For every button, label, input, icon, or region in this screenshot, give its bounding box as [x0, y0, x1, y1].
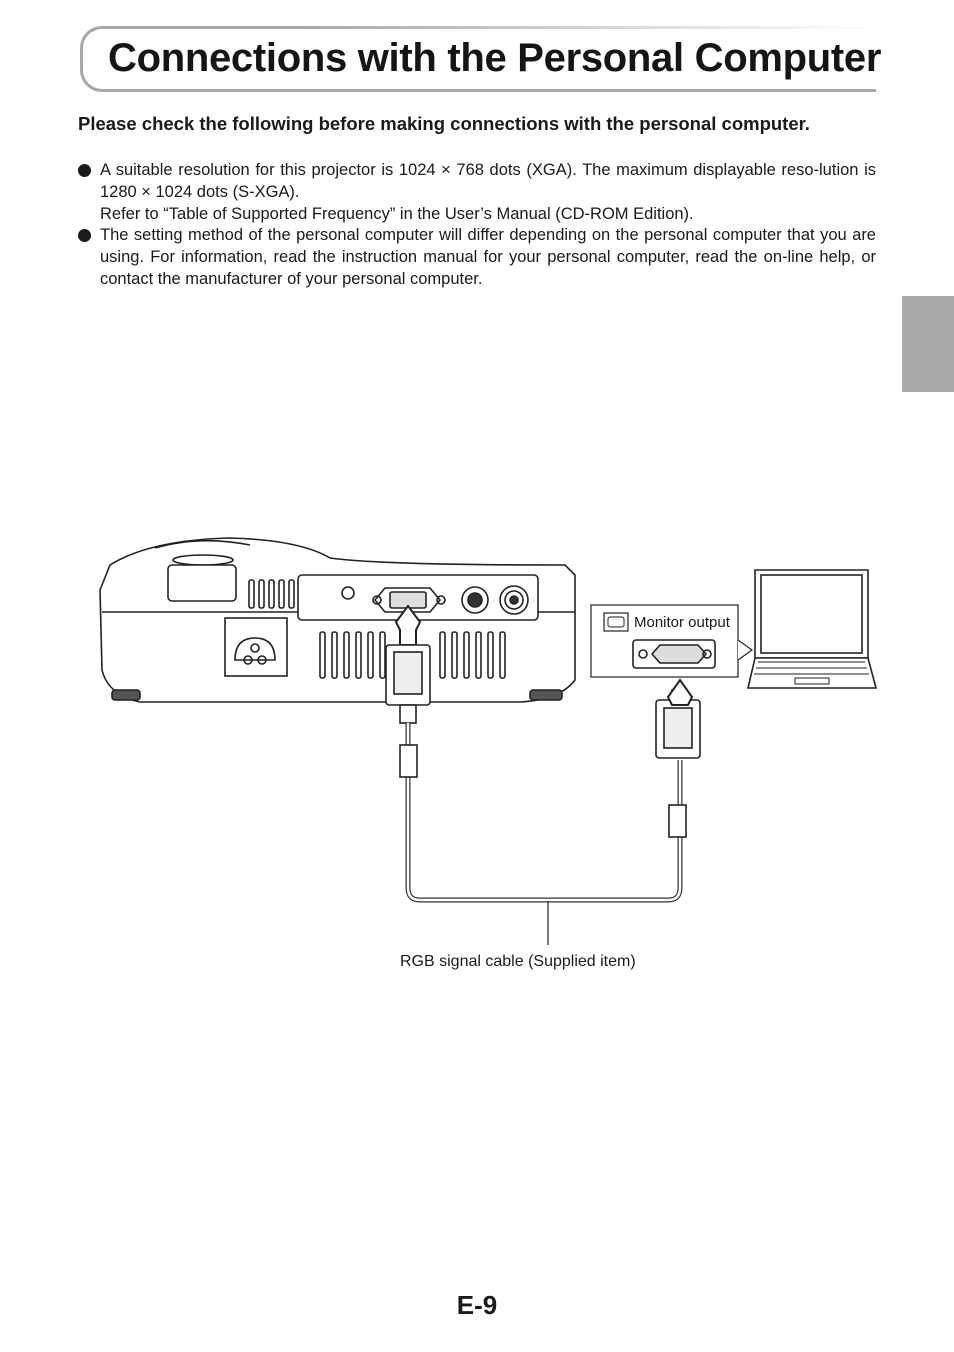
power-socket-icon — [234, 637, 276, 665]
laptop-illustration — [746, 569, 878, 689]
projector-illustration — [99, 537, 576, 703]
intro-text: Please check the following before making… — [78, 113, 810, 134]
s-video-port — [461, 586, 489, 614]
video-port — [499, 585, 529, 615]
projector-vents-left — [248, 579, 295, 609]
bullet-text: The setting method of the personal compu… — [100, 226, 876, 288]
projector-vents-bottom — [319, 631, 506, 679]
rgb-signal-cable — [399, 723, 687, 945]
bullet-text-reference: Refer to “Table of Supported Frequency” … — [100, 204, 694, 223]
monitor-output-label: Monitor output — [634, 614, 731, 631]
page-title: Connections with the Personal Computer — [108, 36, 882, 80]
title-frame — [80, 26, 878, 92]
cable-connector-computer — [655, 678, 701, 759]
bullet-list: A suitable resolution for this projector… — [78, 160, 876, 291]
bullet-item-setting-method: The setting method of the personal compu… — [78, 225, 876, 290]
cable-label: RGB signal cable (Supplied item) — [400, 953, 636, 970]
bullet-text: A suitable resolution for this projector… — [100, 161, 876, 201]
cable-connector-projector — [385, 604, 431, 724]
monitor-output-panel — [590, 604, 754, 678]
section-tab — [902, 296, 954, 392]
bullet-item-resolution: A suitable resolution for this projector… — [78, 160, 876, 225]
connection-diagram: Monitor output RGB signal cable (Supplie… — [99, 537, 878, 970]
page-number: E-9 — [456, 1290, 498, 1320]
bullet-icon — [78, 164, 91, 177]
bullet-icon — [78, 229, 91, 243]
